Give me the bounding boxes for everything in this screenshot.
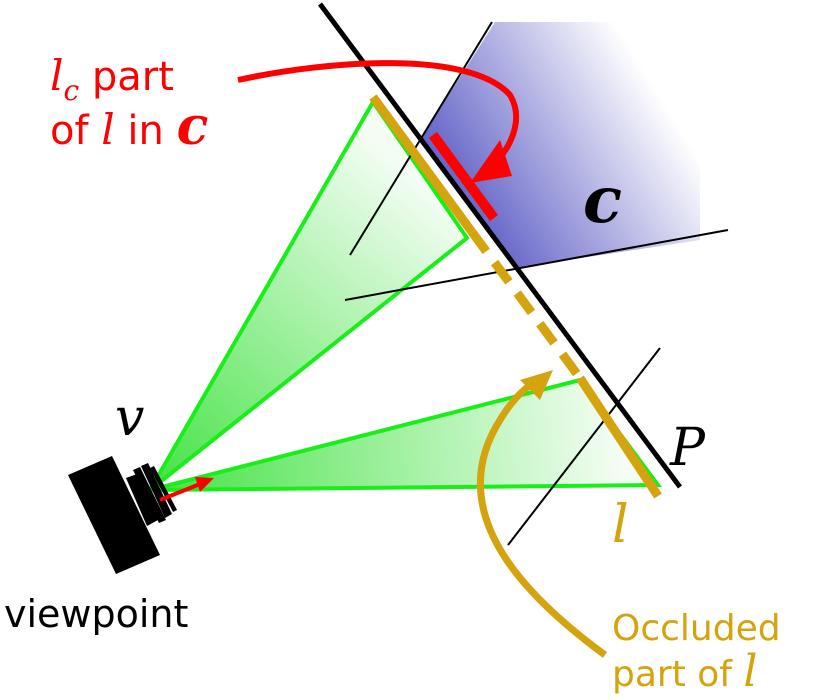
lc-pointer-arrow: [237, 60, 520, 171]
viewpoint-label: viewpoint: [4, 592, 188, 636]
camera-icon: [68, 456, 177, 574]
lc-label-line2: of l in c: [50, 96, 208, 157]
viewpoint-v-label: v: [115, 388, 144, 448]
occluded-arrowhead-icon: [520, 370, 553, 400]
view-direction-arrowhead-icon: [195, 477, 214, 492]
occluded-pointer-arrow: [477, 378, 608, 658]
lc-arrowhead-icon: [470, 140, 512, 183]
lc-label-line1: lc part: [50, 51, 174, 107]
view-direction-arrow: [159, 482, 201, 502]
line-l-visible-lower: [576, 375, 662, 499]
occluded-label-line1: Occluded: [612, 608, 781, 649]
occluded-label-line2: part of l: [612, 646, 758, 697]
line-l-occluded-dashed: [468, 229, 584, 381]
plane-p-label: P: [669, 418, 706, 478]
line-l-label: l: [612, 495, 629, 555]
lc-segment: [428, 132, 499, 221]
cell-c-label: c: [583, 163, 622, 238]
plane-p-line: [317, 2, 683, 489]
frustum-upper: [148, 98, 470, 492]
line-l-visible-upper: [369, 94, 476, 235]
